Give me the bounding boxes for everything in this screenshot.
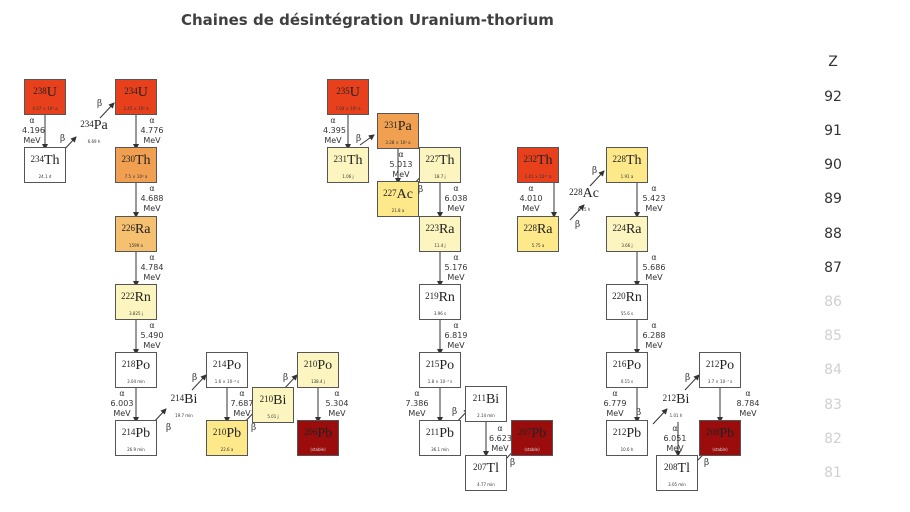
beta-th234: β <box>60 134 66 144</box>
nuclide-u238: 238U 4.47 × 10⁹ a <box>24 79 66 115</box>
beta-pb212: β <box>636 408 642 418</box>
z-header: Z <box>828 54 838 70</box>
nuclide-bi211: 211Bi 2.14 min <box>465 386 507 422</box>
nuclide-pb210: 210Pb 22.6 a <box>206 420 248 456</box>
nuclide-pb206: 206Pb (stable) <box>297 420 339 456</box>
arrow-pa234-beta <box>99 102 115 119</box>
z-83: 83 <box>824 397 842 413</box>
nuclide-pb208: 208Pb (stable) <box>699 420 741 456</box>
nuclide-tl208: 208Tl 3.05 min <box>656 455 698 491</box>
nuclide-th230: 230Th 7.5 × 10⁴ a <box>115 147 157 183</box>
beta-pb214: β <box>166 423 172 433</box>
nuclide-po218: 218Po 3.04 min <box>115 352 157 388</box>
arrow-th231-beta <box>359 134 375 146</box>
nuclide-po216: 216Po 0.15 s <box>606 352 648 388</box>
nuclide-rn219: 219Rn 3.96 s <box>419 284 461 320</box>
nuclide-bi212: 212Bi 1.01 h <box>662 392 690 418</box>
nuclide-th234: 234Th 24.1 d <box>24 147 66 183</box>
page-title: Chaines de désintégration Uranium-thoriu… <box>181 11 554 29</box>
z-84: 84 <box>824 362 842 378</box>
nuclide-po212: 212Po 3.7 × 10⁻⁷ s <box>699 352 741 388</box>
nuclide-rn222: 222Rn 3.825 j <box>115 284 157 320</box>
beta-pa234: β <box>97 99 103 109</box>
z-91: 91 <box>824 123 842 139</box>
nuclide-po214: 214Po 1.6 × 10⁻⁴ s <box>206 352 248 388</box>
nuclide-u234: 234U 2.45 × 10⁵ a <box>115 79 157 115</box>
nuclide-ra228: 228Ra 5.75 a <box>517 216 559 252</box>
nuclide-pb207: 207Pb (stable) <box>511 420 553 456</box>
nuclide-pa234: 234Pa 6.69 h <box>80 118 108 144</box>
beta-ac228: β <box>592 166 598 176</box>
nuclide-po215: 215Po 1.8 × 10⁻³ s <box>419 352 461 388</box>
nuclide-th227: 227Th 18.7 j <box>419 147 461 183</box>
nuclide-th231: 231Th 1.06 j <box>327 147 369 183</box>
nuclide-pb214: 214Pb 26.9 min <box>115 420 157 456</box>
z-88: 88 <box>824 226 842 242</box>
arrow-ra228-beta <box>569 204 585 221</box>
z-92: 92 <box>824 89 842 105</box>
z-90: 90 <box>824 157 842 173</box>
beta-bi210: β <box>283 373 289 383</box>
z-85: 85 <box>824 328 842 344</box>
arrow-ac228-beta <box>589 170 605 187</box>
nuclide-bi210: 210Bi 5.01 j <box>252 387 294 423</box>
beta-tl207: β <box>510 458 516 468</box>
nuclide-pa231: 231Pa 3.28 × 10⁴ a <box>377 113 419 149</box>
z-89: 89 <box>824 191 842 207</box>
beta-bi214: β <box>192 373 198 383</box>
nuclide-ra224: 224Ra 3.66 j <box>606 216 648 252</box>
beta-pb210: β <box>251 423 257 433</box>
nuclide-ra223: 223Ra 11.4 j <box>419 216 461 252</box>
nuclide-tl207: 207Tl 4.77 min <box>465 455 507 491</box>
beta-tl208: β <box>704 458 710 468</box>
z-86: 86 <box>824 294 842 310</box>
beta-ac227: β <box>418 185 424 195</box>
z-87: 87 <box>824 260 842 276</box>
beta-pb211: β <box>452 407 458 417</box>
z-82: 82 <box>824 431 842 447</box>
nuclide-u235: 235U 7.04 × 10⁸ a <box>327 79 369 115</box>
nuclide-pb212: 212Pb 10.6 h <box>606 420 648 456</box>
nuclide-rn220: 220Rn 55.6 s <box>606 284 648 320</box>
nuclide-ac227: 227Ac 21.8 a <box>377 181 419 217</box>
arrow-bi212-beta <box>684 374 700 391</box>
beta-bi212: β <box>685 373 691 383</box>
nuclide-ac228: 228Ac 6.15 h <box>569 186 599 212</box>
arrow-bi214-beta <box>191 374 207 391</box>
nuclide-th232: 232Th 1.41 × 10¹⁰ a <box>517 147 559 183</box>
nuclide-ra226: 226Ra 1599 a <box>115 216 157 252</box>
z-81: 81 <box>824 465 842 481</box>
beta-ra228: β <box>575 220 581 230</box>
nuclide-po210: 210Po 138.4 j <box>297 352 339 388</box>
nuclide-th228: 228Th 1.91 a <box>606 147 648 183</box>
beta-th231: β <box>356 134 362 144</box>
nuclide-pb211: 211Pb 36.1 min <box>419 420 461 456</box>
arrow-pb212-beta <box>652 408 668 425</box>
nuclide-bi214: 214Bi 19.7 min <box>170 392 198 418</box>
